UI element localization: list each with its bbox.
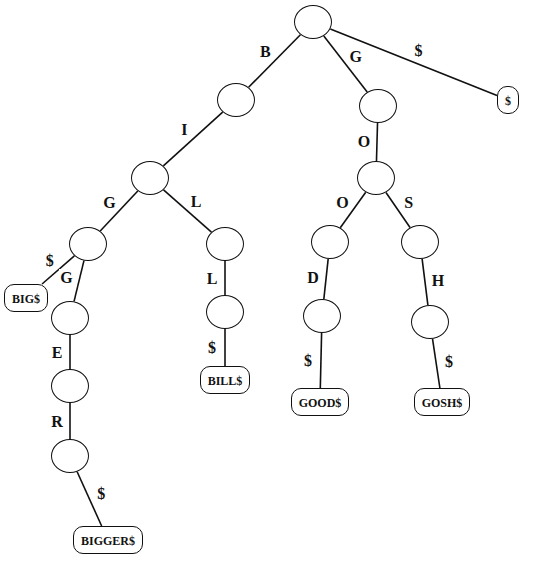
trie-edge [249,35,301,88]
edge-letter: O [335,194,349,211]
edge-letter: G [349,48,363,65]
leaf-box: GOSH$ [414,388,471,416]
leaf-box: BIG$ [4,284,48,312]
leaf-text: GOOD$ [299,396,342,410]
trie-edge [376,123,377,161]
trie-edge [224,329,226,366]
trie-node-circle [217,83,255,117]
trie-edge [324,36,367,92]
leaf-text: BIG$ [12,292,40,306]
edge-letter: E [51,344,64,361]
edge-letter: $ [45,252,55,269]
trie-edge [433,339,440,388]
trie-node-circle [131,161,169,195]
edge-letter: $ [303,352,313,369]
edge-letter: O [357,133,371,150]
edge-letter: L [206,270,219,287]
trie-edge [69,403,71,439]
trie-edge [324,259,328,299]
edge-letter: B [259,43,272,60]
trie-node-circle [311,225,349,259]
trie-edge [164,190,212,232]
trie-edge [330,29,497,96]
trie-edge [163,112,222,166]
leaf-box: GOOD$ [291,388,350,416]
edge-letter: G [102,194,116,211]
edge-letter: S [403,194,414,211]
trie-node-circle [357,161,395,195]
edge-letter: I [180,121,188,138]
trie-node-circle [51,439,89,473]
trie-edge [320,333,321,388]
leaf-box: BIGGER$ [73,526,143,554]
leaf-box: $ [497,86,519,114]
trie-edge [422,259,428,305]
trie-node-circle [411,305,449,339]
trie-edge [74,261,84,302]
trie-edge [69,335,71,369]
leaf-box: BILL$ [200,366,251,394]
edge-letter: $ [96,485,106,502]
edge-letter: $ [444,353,454,370]
edge-letter: R [50,413,64,430]
trie-edge [100,191,138,231]
leaf-text: BIGGER$ [81,534,135,548]
trie-edge [224,261,226,295]
edge-letter: D [306,269,320,286]
leaf-text: GOSH$ [422,396,463,410]
trie-node-circle [294,5,332,39]
trie-node-circle [303,299,341,333]
trie-node-circle [401,225,439,259]
trie-node-circle [359,89,397,123]
edge-letter: $ [414,42,424,59]
edge-letter: H [431,272,445,289]
trie-node-circle [51,301,89,335]
leaf-text: BILL$ [208,374,243,388]
edge-letter: L [190,193,203,210]
trie-node-circle [206,295,244,329]
leaf-text: $ [505,94,511,108]
trie-node-circle [206,227,244,261]
trie-node-circle [51,369,89,403]
edge-letter: $ [207,339,217,356]
edge-letter: G [59,269,73,286]
trie-node-circle [69,227,107,261]
